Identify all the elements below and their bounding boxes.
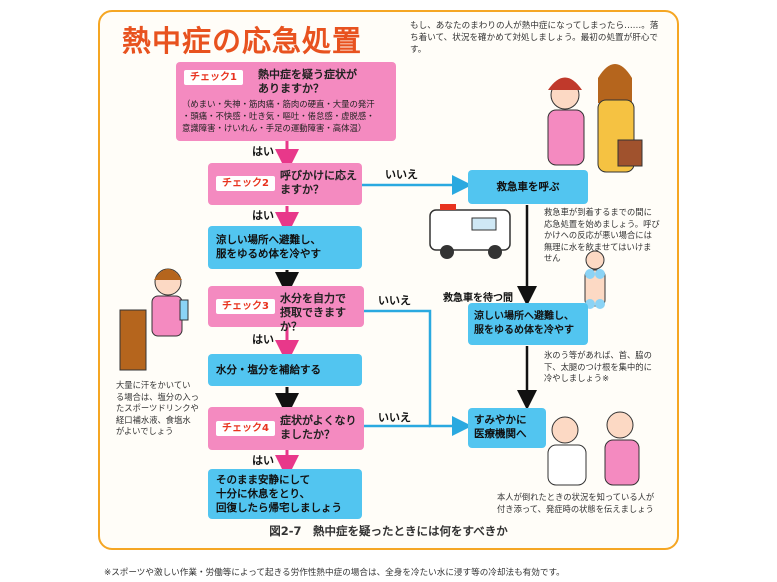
ice-note: 氷のう等があれば、首、脇の 下、太腿のつけ根を集中的に 冷やしましょう※ (544, 350, 669, 385)
nurse-illustration (547, 411, 640, 486)
hospital-line1: すみやかに (474, 414, 527, 426)
figure-caption: 図2-7 熱中症を疑ったときには何をすべきか (269, 524, 508, 538)
check4-box: チェック4 症状がよくなり ましたか？ (208, 407, 364, 450)
no-label-3: いいえ (378, 411, 411, 424)
check2-question-line1: 呼びかけに応え (280, 169, 357, 182)
check2-tag: チェック2 (216, 176, 275, 191)
cool-down2-line2: 服をゆるめ体を冷やす (474, 325, 574, 336)
intro-text: もし、あなたのまわりの人が熱中症になってしまったら……。落ち着いて、状況を確かめ… (410, 21, 659, 55)
check1-box: チェック1 熱中症を疑う症状が ありますか？ （めまい・失神・筋肉痛・筋肉の硬直… (176, 62, 396, 141)
rest-line3: 回復したら帰宅しましょう (216, 502, 342, 514)
page-title: 熱中症の応急処置 (122, 24, 363, 58)
ambulance-note-line4: 無理に水を飲ませてはいけま (544, 241, 652, 252)
ice-note-line1: 氷のう等があれば、首、脇の (544, 350, 652, 360)
check1-detail-line1: （めまい・失神・筋肉痛・筋肉の硬直・大量の発汗 (182, 99, 375, 109)
sweat-note-line2: る場合は、塩分の入っ (116, 391, 199, 402)
yes-label-2: はい (252, 209, 274, 222)
ambulance-note-line2: 応急処置を始めましょう。呼び (544, 218, 660, 229)
body-illustration (584, 250, 606, 309)
hydrate-text: 水分・塩分を補給する (216, 364, 321, 376)
check1-question-line1: 熱中症を疑う症状が (258, 68, 357, 81)
check3-question-line2: 摂取できますか？ (280, 306, 346, 333)
cool-down2-line1: 涼しい場所へ避難し、 (474, 311, 574, 322)
check3-box: チェック3 水分を自力で 摂取できますか？ (208, 286, 364, 333)
rest-box: そのまま安静にして 十分に休息をとり、 回復したら帰宅しましょう (208, 469, 362, 519)
check2-question-line2: ますか？ (280, 183, 324, 196)
rest-line1: そのまま安静にして (216, 474, 311, 486)
check3-question-line1: 水分を自力で (280, 292, 346, 305)
no-label-2: いいえ (378, 294, 411, 307)
rest-line2: 十分に休息をとり、 (216, 488, 311, 500)
call-ambulance-box: 救急車を呼ぶ (468, 170, 588, 204)
hospital-box: すみやかに 医療機関へ (468, 408, 546, 448)
girl-drinking-illustration (119, 268, 189, 371)
check1-detail-line3: 意識障害・けいれん・手足の運動障害・高体温） (182, 123, 367, 133)
wait-label: 救急車を待つ間 (443, 293, 513, 304)
ambulance-note-line5: せん (544, 253, 561, 263)
hydrate-box: 水分・塩分を補給する (208, 354, 362, 386)
check2-box: チェック2 呼びかけに応え ますか？ (208, 163, 362, 205)
ambulance-note-line1: 救急車が到着するまでの間に (544, 207, 652, 217)
check4-tag: チェック4 (216, 421, 275, 436)
ambulance-illustration (429, 204, 511, 259)
call-ambulance-text: 救急車を呼ぶ (496, 181, 560, 193)
ice-note-line2: 下、太腿のつけ根を集中的に (544, 361, 652, 372)
check1-question-line2: ありますか？ (258, 82, 324, 95)
yes-label-4: はい (252, 454, 274, 467)
check3-tag: チェック3 (216, 299, 275, 314)
witness-note: 本人が倒れたときの状況を知っている人が 付き添って、発症時の状態を伝えましょう (497, 492, 677, 515)
sweat-note: 大量に汗をかいてい る場合は、塩分の入っ たスポーツドリンクや 経口補水液、食塩… (116, 380, 206, 438)
ice-note-line3: 冷やしましょう※ (544, 373, 610, 383)
sweat-note-line4: 経口補水液、食塩水 (116, 414, 191, 425)
sweat-note-line3: たスポーツドリンクや (116, 403, 199, 413)
no-label-1: いいえ (385, 168, 418, 181)
sweat-note-line1: 大量に汗をかいてい (116, 380, 191, 390)
check4-question-line1: 症状がよくなり (280, 414, 357, 427)
ambulance-note-line3: かけへの反応が悪い場合には (544, 230, 652, 240)
cool-down-line2: 服をゆるめ体を冷やす (216, 248, 321, 260)
ambulance-note: 救急車が到着するまでの間に 応急処置を始めましょう。呼び かけへの反応が悪い場合… (544, 207, 664, 265)
witness-note-line1: 本人が倒れたときの状況を知っている人が (497, 492, 655, 502)
women-illustration (547, 64, 643, 173)
hospital-line2: 医療機関へ (474, 428, 527, 440)
yes-label-3: はい (252, 333, 274, 346)
cool-down-line1: 涼しい場所へ避難し、 (216, 234, 321, 246)
witness-note-line2: 付き添って、発症時の状態を伝えましょう (497, 503, 654, 514)
yes-label-1: はい (252, 145, 274, 158)
check1-detail-line2: ・頭痛・不快感・吐き気・嘔吐・倦怠感・虚脱感・ (182, 111, 375, 121)
cool-down-box-2: 涼しい場所へ避難し、 服をゆるめ体を冷やす (468, 303, 588, 345)
arrow-check3-no (364, 309, 472, 436)
check4-question-line2: ましたか？ (280, 428, 335, 441)
check1-tag: チェック1 (184, 70, 243, 85)
footnote: ※スポーツや激しい作業・労働等によって起きる労作性熱中症の場合は、全身を冷たい水… (104, 568, 565, 578)
sweat-note-line5: がよいでしょう (116, 426, 174, 436)
cool-down-box: 涼しい場所へ避難し、 服をゆるめ体を冷やす (208, 226, 362, 269)
